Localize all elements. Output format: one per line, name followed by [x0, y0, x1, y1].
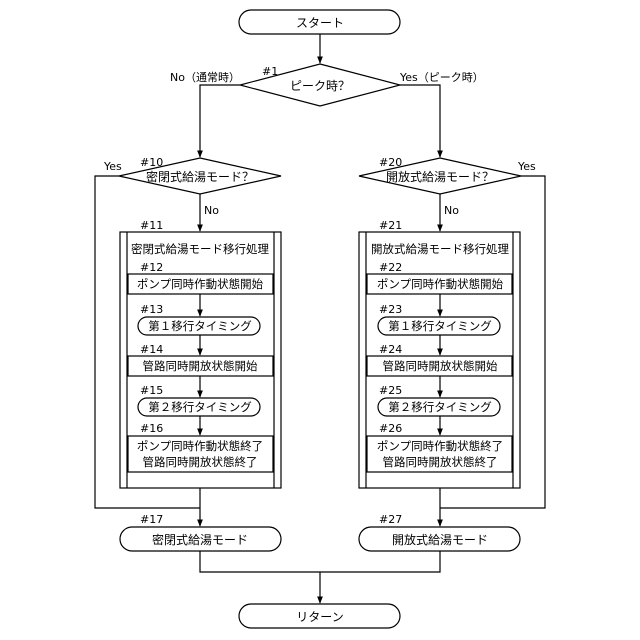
step-14-label: 管路同時開放状態開始 — [143, 359, 258, 373]
start-label: スタート — [296, 16, 344, 30]
step-14-num: #14 — [140, 343, 163, 356]
step-16-line1: ポンプ同時作動状態終了 — [137, 439, 263, 453]
decision-left-no: No — [204, 204, 219, 217]
end-label: リターン — [296, 610, 343, 624]
process-left-step: #11 — [140, 219, 163, 232]
process-left-title: 密閉式給湯モード移行処理 — [131, 242, 269, 256]
step-26-line1: ポンプ同時作動状態終了 — [377, 439, 503, 453]
decision-right-step: #20 — [379, 156, 402, 169]
decision-right-yes: Yes — [517, 160, 536, 173]
decision-right-no: No — [444, 204, 459, 217]
result-right-label: 開放式給湯モード — [392, 532, 488, 547]
decision-main-yes: Yes（ピーク時） — [399, 71, 484, 84]
decision-main-label: ピーク時？ — [290, 79, 350, 93]
step-15-num: #15 — [140, 384, 163, 397]
result-right-step: #27 — [379, 513, 402, 526]
step-13-num: #13 — [140, 303, 163, 316]
process-right-step: #21 — [379, 219, 402, 232]
step-23-label: 第１移行タイミング — [388, 319, 492, 333]
step-25-label: 第２移行タイミング — [388, 400, 492, 414]
result-left-step: #17 — [140, 513, 163, 526]
step-12-label: ポンプ同時作動状態開始 — [137, 277, 264, 291]
step-13-label: 第１移行タイミング — [148, 319, 252, 333]
decision-left-step: #10 — [140, 156, 163, 169]
process-right-title: 開放式給湯モード移行処理 — [371, 242, 509, 256]
step-12-num: #12 — [140, 261, 163, 274]
step-22-num: #22 — [379, 261, 402, 274]
decision-main-step: #1 — [262, 65, 278, 78]
decision-right-label: 開放式給湯モード？ — [386, 169, 494, 184]
step-22-label: ポンプ同時作動状態開始 — [377, 277, 504, 291]
step-25-num: #25 — [379, 384, 402, 397]
result-left-label: 密閉式給湯モード — [152, 532, 248, 547]
decision-left-yes: Yes — [103, 160, 122, 173]
step-16-line2: 管路同時開放状態終了 — [143, 455, 258, 469]
step-26-num: #26 — [379, 422, 402, 435]
step-24-label: 管路同時開放状態開始 — [383, 359, 498, 373]
step-24-num: #24 — [379, 343, 402, 356]
decision-left-label: 密閉式給湯モード？ — [146, 169, 254, 184]
step-15-label: 第２移行タイミング — [148, 400, 252, 414]
step-23-num: #23 — [379, 303, 402, 316]
step-26-line2: 管路同時開放状態終了 — [383, 455, 498, 469]
decision-main-no: No（通常時） — [170, 71, 240, 84]
step-16-num: #16 — [140, 422, 163, 435]
